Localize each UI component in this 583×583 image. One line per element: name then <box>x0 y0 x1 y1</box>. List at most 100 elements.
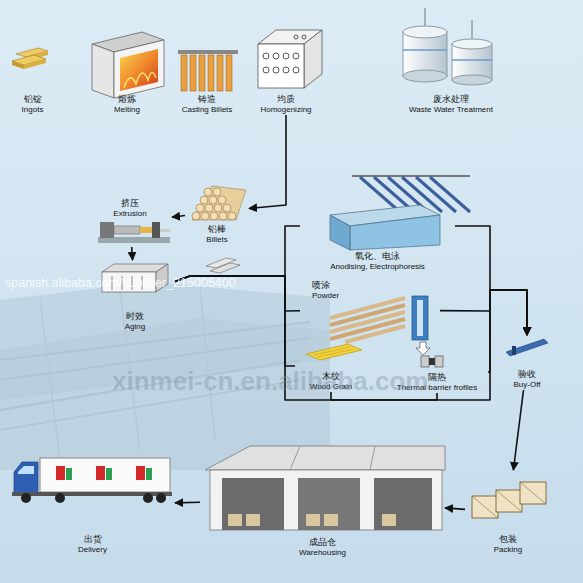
packing-crates <box>520 482 546 504</box>
warehouse-building <box>246 514 260 526</box>
powder-coating <box>417 300 423 336</box>
furnace-icon <box>114 40 164 98</box>
process-step: 铝棒Billets <box>185 178 249 245</box>
profile-pieces <box>210 263 240 273</box>
flow-line <box>175 276 300 311</box>
warehouse-building <box>222 478 284 530</box>
ingots-icon <box>12 48 48 69</box>
step-label-cn: 铝棒 <box>208 224 226 235</box>
billets-pile <box>210 212 218 220</box>
homogenizing-oven <box>273 67 279 73</box>
homogenizing-oven <box>263 53 269 59</box>
step-label-en: Thermal barrier frofiles <box>397 383 477 393</box>
warehouse-building <box>210 470 442 530</box>
factory-photo <box>0 360 300 410</box>
billets-pile <box>192 186 246 220</box>
water-tanks <box>403 8 492 85</box>
delivery-truck <box>40 458 170 492</box>
homogenizing-oven <box>304 30 322 88</box>
thermal-profile <box>421 356 443 367</box>
connector-group <box>132 115 527 509</box>
thermal-profile <box>421 356 429 367</box>
process-step: 木纹Wood Grain <box>295 340 367 392</box>
delivery-truck <box>12 458 172 503</box>
watermark: spanish.alibaba.com/supplier_215005400 <box>5 276 236 290</box>
billets-pile <box>219 212 227 220</box>
step-label-cn: 成品仓 <box>309 537 336 548</box>
flow-arrow <box>440 290 527 335</box>
packing-crates <box>472 496 498 518</box>
step-label-en: Melting <box>114 105 140 115</box>
factory-photo <box>0 282 330 470</box>
step-label-en: Extrusion <box>113 209 146 219</box>
homogenizing-oven <box>293 67 299 73</box>
homogenizing-oven <box>283 53 289 59</box>
billets-pile <box>204 188 212 196</box>
delivery-truck <box>156 493 166 503</box>
delivery-truck <box>96 466 105 480</box>
step-label-cn: 喷涂 <box>312 280 330 291</box>
powder-coating <box>412 296 428 340</box>
water-tanks <box>403 49 447 51</box>
aging-oven <box>142 276 143 290</box>
factory-photo <box>0 282 330 470</box>
delivery-truck <box>56 466 65 480</box>
packing-crates <box>472 482 546 518</box>
step-label-en: Billets <box>206 235 227 245</box>
billets-pile <box>201 212 209 220</box>
step-label-en: Delivery <box>78 545 107 555</box>
flow-arrow <box>513 390 523 470</box>
warehouse-building <box>324 514 338 526</box>
anodising-tank <box>330 176 470 250</box>
factory-photo <box>0 318 330 400</box>
process-step: 挤压Extrusion <box>88 198 172 247</box>
watermark: xinmei-cn.en.alibaba.com <box>112 366 428 397</box>
step-label-cn: 熔炼 <box>118 94 136 105</box>
anodising-tank <box>350 215 440 250</box>
step-label-cn: 木纹 <box>322 371 340 382</box>
casting-icon <box>217 55 223 91</box>
packing-crates <box>496 490 522 512</box>
caliper-icon <box>512 346 516 355</box>
homogenizing-oven <box>263 67 269 73</box>
water-tanks <box>403 32 447 76</box>
ingots-icon <box>12 61 24 69</box>
step-label-cn: 验收 <box>518 369 536 380</box>
water-tanks <box>425 8 426 26</box>
step-label-en: Ingots <box>22 105 44 115</box>
flow-line <box>175 276 295 366</box>
process-step: 成品仓Warehousing <box>200 440 445 558</box>
extrusion-press <box>152 222 160 238</box>
warehouse-building <box>205 446 445 530</box>
extrusion-press <box>100 222 114 238</box>
caliper-icon <box>506 339 548 356</box>
extrusion-press <box>160 229 170 232</box>
flow-arrow <box>488 290 527 372</box>
step-label-cn: 隔热 <box>428 372 446 383</box>
step-label-cn: 铸造 <box>198 94 216 105</box>
billets-pile <box>196 204 204 212</box>
factory-photo <box>0 338 310 380</box>
warehouse-building <box>370 446 375 470</box>
warehouse-building <box>228 514 242 526</box>
step-label-cn: 铝锭 <box>24 94 42 105</box>
anodising-tank <box>330 215 350 250</box>
wood-grain-sheet <box>306 344 362 360</box>
flow-arrow <box>249 115 286 208</box>
step-label-cn: 挤压 <box>121 198 139 209</box>
process-step: 废水处理Waste Water Treatment <box>395 8 507 115</box>
process-step: 喷涂Powder <box>300 280 440 340</box>
step-label-cn: 时效 <box>126 311 144 322</box>
process-step: 出货Delivery <box>10 455 175 555</box>
ingots-icon <box>24 59 46 69</box>
flow-line <box>175 226 300 281</box>
packing-crates <box>520 482 546 504</box>
powder-coating <box>416 342 430 355</box>
process-step: 时效Aging <box>95 260 175 332</box>
step-label-en: Aging <box>125 322 145 332</box>
